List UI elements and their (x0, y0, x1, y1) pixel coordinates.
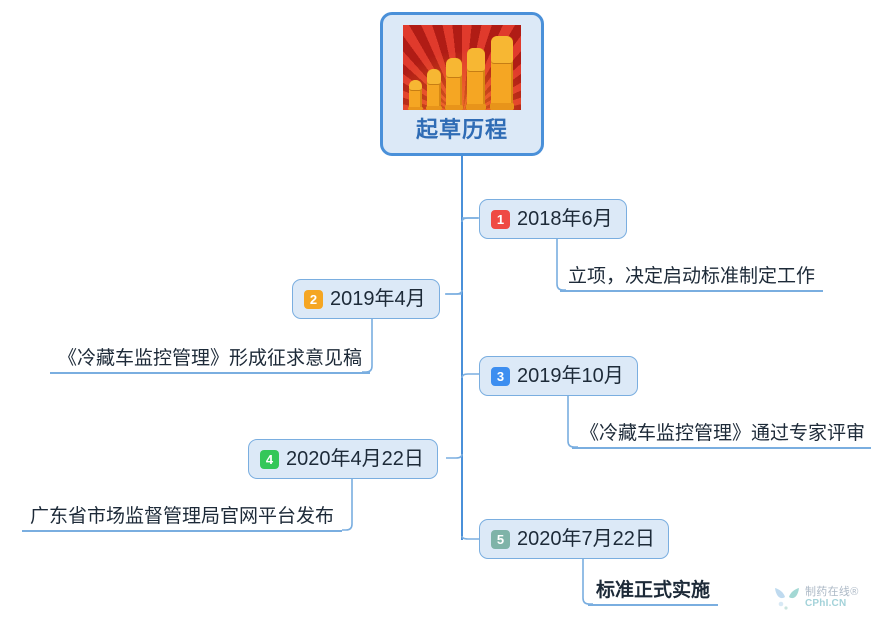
leaf-capsule-icon (775, 588, 799, 610)
topic-label-4: 2020年4月22日 (286, 448, 424, 470)
watermark-cn-text: 制药在线® (805, 585, 859, 598)
detail-node-2[interactable]: 《冷藏车监控管理》形成征求意见稿 (50, 340, 371, 374)
fist-1 (408, 80, 423, 110)
root-node[interactable]: 起草历程 (380, 12, 544, 156)
detail-label-1: 立项，决定启动标准制定工作 (568, 266, 816, 287)
detail-node-1[interactable]: 立项，决定启动标准制定工作 (560, 258, 824, 292)
topic-label-2: 2019年4月 (330, 288, 426, 310)
topic-label-3: 2019年10月 (517, 365, 624, 387)
detail-label-4: 广东省市场监督管理局官网平台发布 (30, 506, 335, 527)
detail-node-3[interactable]: 《冷藏车监控管理》通过专家评审 (572, 415, 871, 449)
detail-label-5: 标准正式实施 (596, 580, 711, 601)
topic-node-5[interactable]: 5 2020年7月22日 (479, 519, 669, 559)
detail-node-4[interactable]: 广东省市场监督管理局官网平台发布 (22, 498, 343, 532)
watermark: 制药在线® CPhI.CN (772, 581, 868, 615)
topic-badge-2: 2 (304, 289, 323, 309)
topic-badge-4: 4 (260, 449, 279, 469)
topic-badge-3: 3 (491, 366, 510, 386)
detail-label-3: 《冷藏车监控管理》通过专家评审 (580, 423, 866, 444)
topic-badge-1: 1 (491, 209, 510, 229)
fist-3 (445, 58, 463, 110)
topic-node-3[interactable]: 3 2019年10月 (479, 356, 638, 396)
detail-label-2: 《冷藏车监控管理》形成征求意见稿 (58, 348, 363, 369)
watermark-en-text: CPhI.CN (805, 597, 847, 609)
raised-fists-image (403, 25, 521, 110)
detail-node-5[interactable]: 标准正式实施 (588, 572, 719, 606)
fist-4 (466, 48, 486, 110)
topic-label-1: 2018年6月 (517, 208, 613, 230)
fist-2 (426, 69, 442, 110)
topic-node-4[interactable]: 4 2020年4月22日 (248, 439, 438, 479)
topic-node-1[interactable]: 1 2018年6月 (479, 199, 627, 239)
topic-node-2[interactable]: 2 2019年4月 (292, 279, 440, 319)
topic-badge-5: 5 (491, 529, 510, 549)
fist-5 (490, 36, 514, 110)
topic-label-5: 2020年7月22日 (517, 528, 655, 550)
root-title: 起草历程 (415, 117, 508, 142)
